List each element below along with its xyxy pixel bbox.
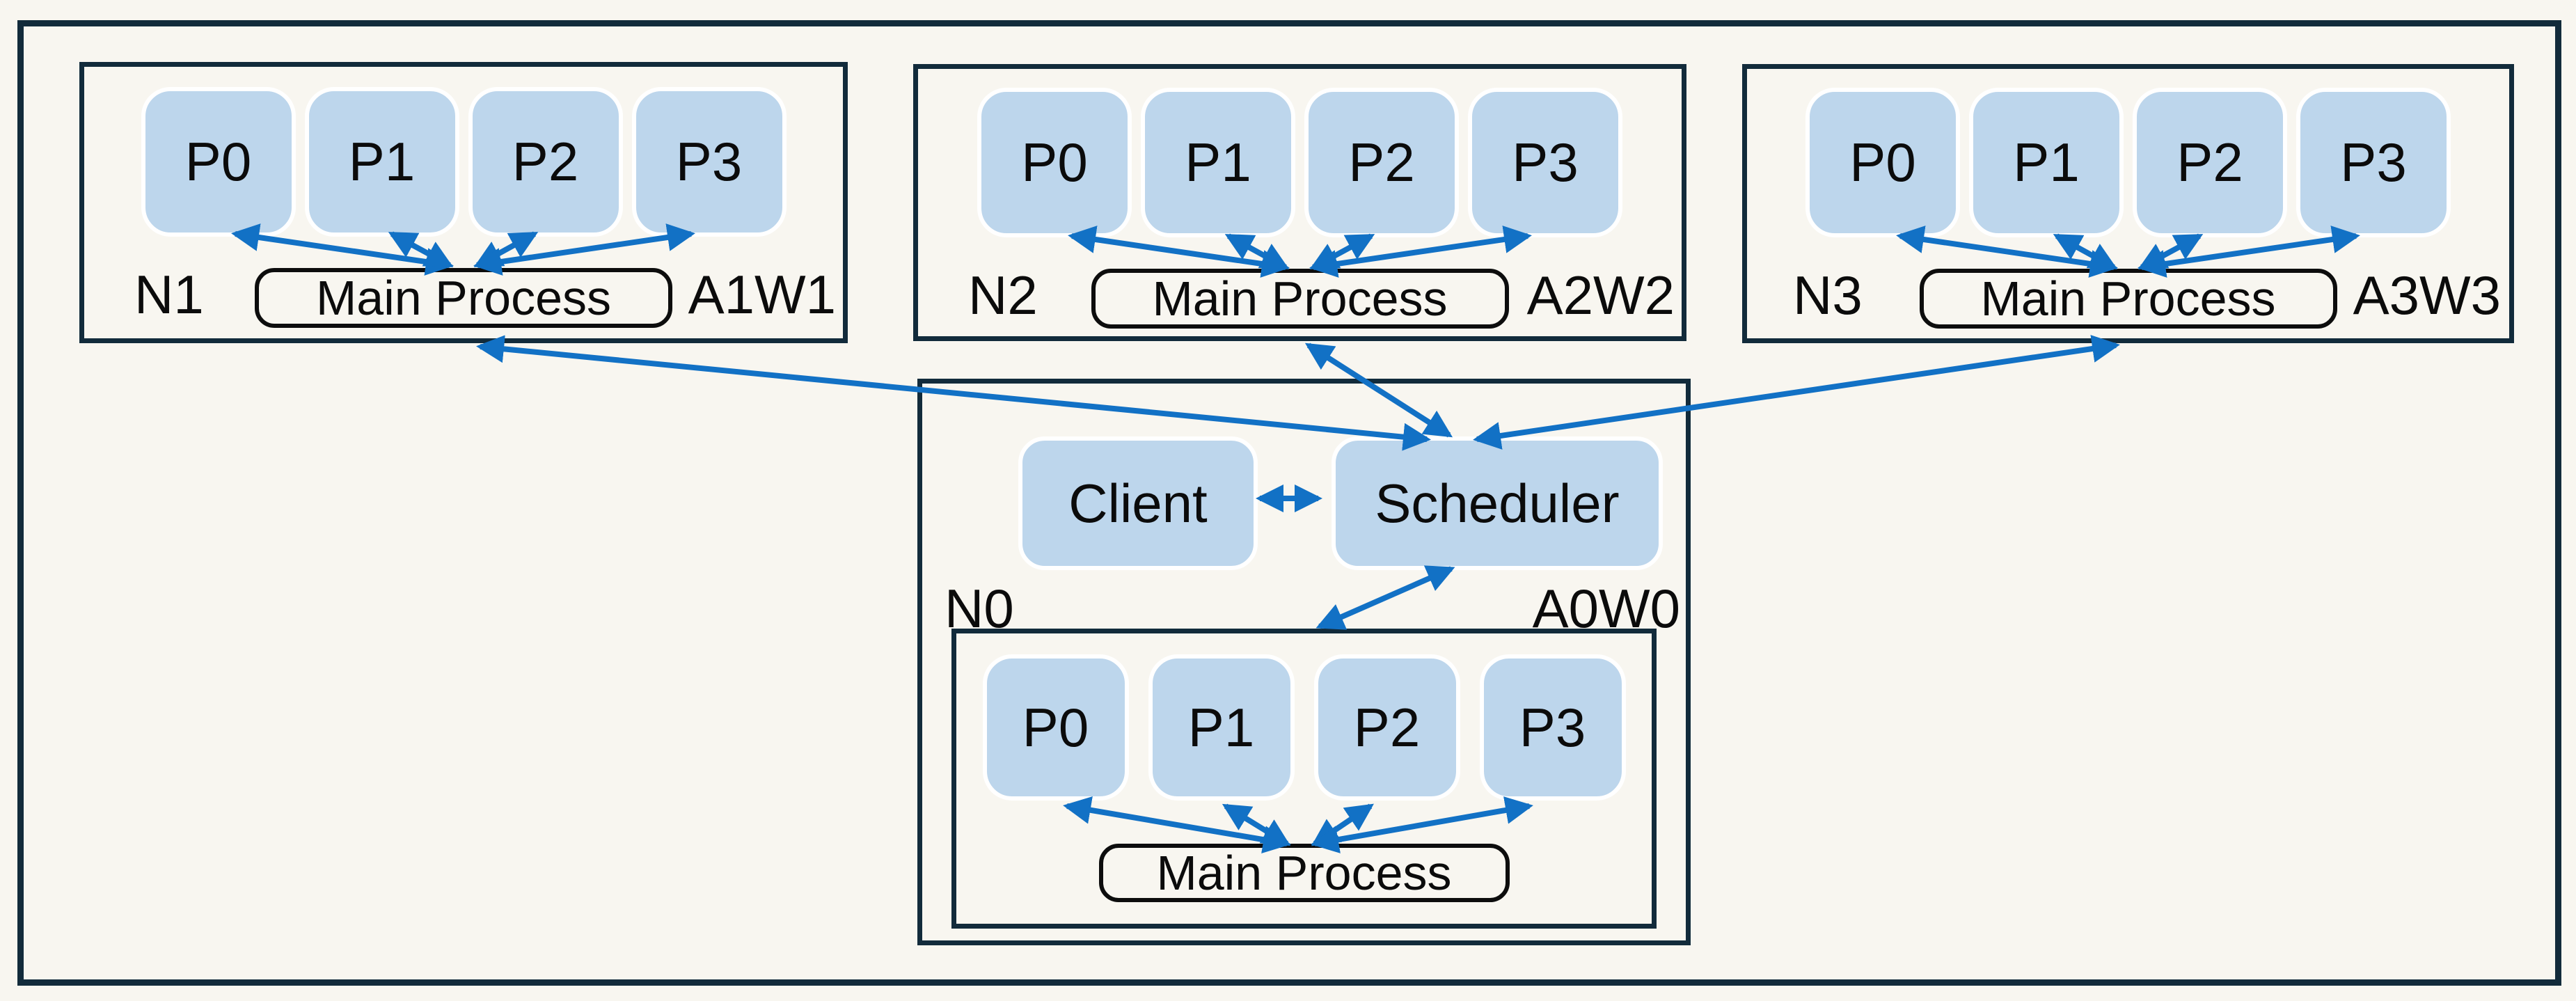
process-row: P0 P1 P2 P3 [84,87,843,237]
process-box-p3: P3 [1468,88,1622,237]
worker-label: A2W2 [1526,265,1675,326]
main-process-box: Main Process [1919,269,2337,329]
diagram-outer-frame [17,20,2561,986]
node-label: N2 [968,265,1038,326]
process-row: P0 P1 P2 P3 [918,88,1682,237]
scheduler-box: Scheduler [1332,436,1663,570]
main-process-box: Main Process [1098,844,1510,902]
node-label: N1 [134,264,204,325]
process-box-p1: P1 [1148,654,1295,801]
process-box-p2: P2 [1313,654,1460,801]
process-box-p3: P3 [2296,88,2451,237]
worker-label: A3W3 [2353,265,2501,326]
process-box-p1: P1 [1141,88,1295,237]
process-box-p2: P2 [2133,88,2287,237]
process-box-p1: P1 [1969,88,2124,237]
process-box-p0: P0 [977,88,1132,237]
process-box-p0: P0 [141,87,296,237]
node-label: N3 [1793,265,1863,326]
main-process-box: Main Process [255,268,672,328]
worker-label: A1W1 [688,264,836,325]
process-row: P0 P1 P2 P3 [956,654,1652,801]
process-box-p3: P3 [1479,654,1626,801]
main-process-box: Main Process [1091,269,1509,329]
process-box-p3: P3 [631,87,787,237]
process-box-p1: P1 [304,87,459,237]
head-inner-worker: P0 P1 P2 P3 Main Process [951,629,1657,929]
worker-node-n1: P0 P1 P2 P3 Main Process N1 A1W1 [79,62,848,343]
process-box-p0: P0 [982,654,1129,801]
process-box-p2: P2 [1304,88,1459,237]
head-node-n0: Client Scheduler N0 A0W0 P0 P1 P2 P3 Mai… [917,379,1691,945]
client-box: Client [1018,436,1258,570]
worker-node-n2: P0 P1 P2 P3 Main Process N2 A2W2 [913,64,1686,341]
process-box-p0: P0 [1805,88,1960,237]
process-box-p2: P2 [468,87,623,237]
process-row: P0 P1 P2 P3 [1747,88,2509,237]
worker-node-n3: P0 P1 P2 P3 Main Process N3 A3W3 [1742,64,2514,343]
